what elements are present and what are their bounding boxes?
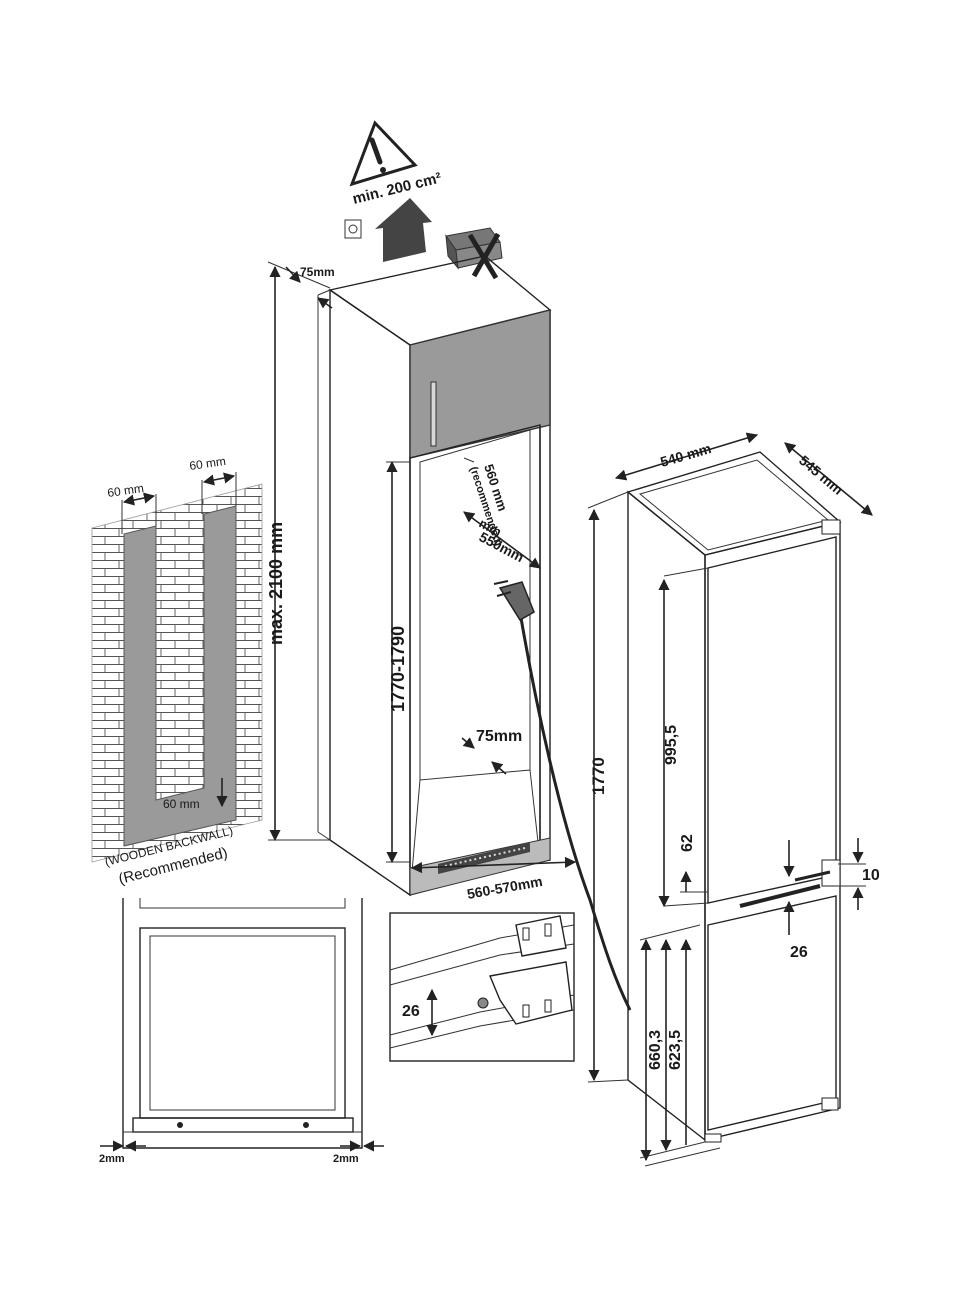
power-cord — [518, 611, 632, 1011]
plug-icon — [493, 580, 535, 622]
socket-icon — [344, 219, 362, 239]
plan-view-diagram: 2mm 2mm — [99, 898, 384, 1165]
appliance-width: 540 mm — [658, 440, 713, 470]
upper-cabinet-door — [409, 309, 551, 459]
backwall-bottom-strip-width: 60 mm — [163, 797, 200, 811]
niche-height-range: 1770-1790 — [388, 626, 408, 712]
lower-door-height: 623,5 — [667, 1030, 684, 1070]
plan-right-gap: 2mm — [333, 1153, 359, 1165]
warning-triangle-icon — [349, 120, 418, 187]
ventilation-warning: min. 200 cm² — [344, 120, 503, 280]
kitchen-niche: max. 2100 mm 75mm 1770-1790 560 mm (reco… — [266, 255, 632, 1011]
backwall-u-panel — [123, 505, 237, 847]
appliance-height: 1770 — [589, 757, 608, 795]
airflow-up-arrow-icon — [375, 198, 432, 262]
exclamation-icon — [369, 137, 383, 165]
hinge-detail-offset: 26 — [402, 1003, 420, 1020]
lower-section-height: 660,3 — [647, 1030, 664, 1070]
gap-62: 62 — [679, 834, 696, 852]
backwall-left-strip-width: 60 mm — [106, 481, 144, 500]
niche-top-gap: 75mm — [300, 265, 335, 279]
fridge-appliance: 540 mm 545 mm 1770 995,5 62 10 26 660,3 — [587, 432, 880, 1167]
wooden-backwall-diagram: 60 mm 60 mm 60 mm (WOODEN BACKWALL) (Rec… — [91, 454, 263, 888]
niche-back-gap: 75mm — [476, 728, 522, 745]
blocked-vent-icon — [445, 227, 503, 280]
niche-max-height: max. 2100 mm — [266, 522, 286, 645]
door-handle — [430, 381, 437, 447]
hinge-offset-10: 10 — [862, 867, 880, 884]
hinge-offset-26: 26 — [790, 944, 808, 961]
plan-left-gap: 2mm — [99, 1153, 125, 1165]
upper-door — [707, 536, 837, 904]
lower-door — [707, 895, 837, 1131]
hinge-detail-diagram: 26 — [389, 912, 575, 1062]
upper-door-height: 995,5 — [663, 725, 680, 765]
backwall-right-strip-width: 60 mm — [188, 454, 226, 473]
